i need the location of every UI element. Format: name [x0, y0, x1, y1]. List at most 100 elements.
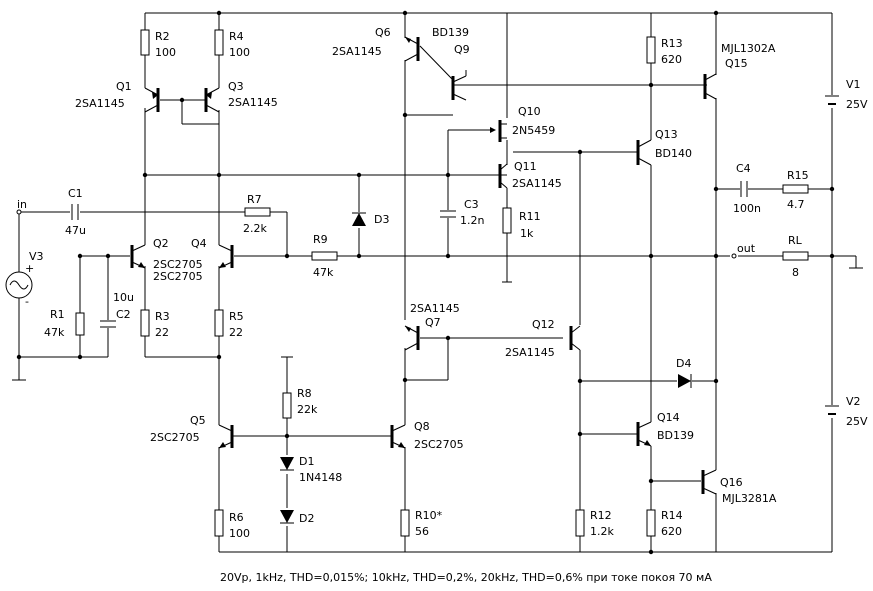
rl-value: 8: [792, 266, 799, 279]
resistor-r12: R12 1.2k: [575, 509, 614, 538]
transistor-q10: Q10 2N5459: [490, 105, 555, 142]
q8-ref: Q8: [414, 420, 430, 433]
v2-value: 25V: [846, 415, 868, 428]
v3-ref: V3: [29, 250, 44, 263]
transistor-q16: Q16 MJL3281A: [701, 469, 777, 505]
r15-ref: R15: [787, 169, 809, 182]
capacitor-c4: C4 100n: [733, 162, 761, 215]
q14-ref: Q14: [657, 411, 680, 424]
c3-ref: C3: [464, 198, 479, 211]
resistor-r8: R8 22k: [282, 387, 318, 419]
q10-value: 2N5459: [512, 124, 555, 137]
r3-ref: R3: [155, 310, 170, 323]
r13-ref: R13: [661, 37, 683, 50]
resistor-r9: R9 47k: [311, 233, 338, 279]
ground-symbols: [12, 256, 863, 381]
r10-ref: R10*: [415, 509, 443, 522]
c1-ref: C1: [68, 187, 83, 200]
battery-v1: V1 25V: [825, 78, 868, 111]
q7-ref: Q7: [425, 316, 441, 329]
d1-value: 1N4148: [299, 471, 342, 484]
q12-value: 2SA1145: [505, 346, 555, 359]
v1-value: 25V: [846, 98, 868, 111]
r4-ref: R4: [229, 30, 244, 43]
q8-value: 2SC2705: [414, 438, 464, 451]
transistor-q15: MJL1302A Q15: [703, 42, 776, 100]
q13-ref: Q13: [655, 128, 678, 141]
q2-value: 2SC2705: [153, 258, 203, 271]
battery-v2: V2 25V: [825, 395, 868, 428]
resistor-r11: R11 1k: [502, 207, 541, 240]
r5-value: 22: [229, 326, 243, 339]
transistor-q1: Q1 2SA1145: [75, 80, 160, 113]
transistor-q5: Q5 2SC2705: [150, 414, 234, 449]
d4-ref: D4: [676, 357, 691, 370]
q14-value: BD139: [657, 429, 694, 442]
q1-ref: Q1: [116, 80, 132, 93]
wires: [18, 12, 856, 553]
q3-ref: Q3: [228, 80, 244, 93]
transistor-q14: Q14 BD139: [636, 411, 694, 447]
transistor-q2: Q2 2SC2705: [130, 237, 203, 271]
resistor-r3: R3 22: [140, 309, 170, 339]
resistor-rl: RL 8: [782, 234, 809, 279]
q1-value: 2SA1145: [75, 97, 125, 110]
r6-value: 100: [229, 527, 250, 540]
transistor-q3: Q3 2SA1145: [204, 80, 278, 113]
r8-value: 22k: [297, 403, 318, 416]
resistor-r1: R1 47k: [44, 308, 85, 339]
q10-ref: Q10: [518, 105, 541, 118]
transistor-q12: Q12 2SA1145: [505, 318, 581, 359]
r2-value: 100: [155, 46, 176, 59]
transistor-q6: Q6 2SA1145: [332, 26, 420, 62]
r14-value: 620: [661, 525, 682, 538]
r9-ref: R9: [313, 233, 328, 246]
transistor-q9: BD139 Q9: [432, 26, 470, 101]
r9-value: 47k: [313, 266, 334, 279]
r12-ref: R12: [590, 509, 612, 522]
c2-value: 10u: [113, 291, 134, 304]
q15-value: MJL1302A: [721, 42, 776, 55]
transistor-q13: Q13 BD140: [636, 128, 692, 166]
transistor-q4: Q4 2SC2705: [153, 237, 234, 283]
q9-value: BD139: [432, 26, 469, 39]
caption-text: 20Vp, 1kHz, THD=0,015%; 10kHz, THD=0,2%,…: [220, 571, 712, 584]
q13-value: BD140: [655, 147, 692, 160]
resistor-r5: R5 22: [214, 309, 244, 339]
d2-ref: D2: [299, 512, 314, 525]
c2-ref: C2: [116, 308, 131, 321]
r1-value: 47k: [44, 326, 65, 339]
q11-value: 2SA1145: [512, 177, 562, 190]
r4-value: 100: [229, 46, 250, 59]
r15-value: 4.7: [787, 198, 805, 211]
c4-value: 100n: [733, 202, 761, 215]
q5-ref: Q5: [190, 414, 206, 427]
out-terminal: out: [731, 242, 756, 259]
c1-value: 47u: [65, 224, 86, 237]
junction-dots: [16, 10, 835, 555]
capacitor-c3: C3 1.2n: [440, 198, 484, 227]
d1-ref: D1: [299, 455, 314, 468]
resistor-r6: R6 100: [214, 509, 250, 540]
r13-value: 620: [661, 53, 682, 66]
q11-ref: Q11: [514, 160, 537, 173]
r1-ref: R1: [50, 308, 65, 321]
resistor-r13: R13 620: [646, 36, 683, 66]
q7-value: 2SA1145: [410, 302, 460, 315]
q15-ref: Q15: [725, 57, 748, 70]
q16-ref: Q16: [720, 476, 743, 489]
r11-value: 1k: [520, 227, 534, 240]
q12-ref: Q12: [532, 318, 555, 331]
net-out-label: out: [737, 242, 756, 255]
c3-value: 1.2n: [460, 214, 484, 227]
diode-d2: D2: [280, 510, 314, 525]
diode-d3: D3: [352, 212, 389, 226]
capacitor-c1: C1 47u: [65, 187, 86, 237]
d3-ref: D3: [374, 213, 389, 226]
c4-ref: C4: [736, 162, 751, 175]
q4-ref: Q4: [191, 237, 207, 250]
resistor-r15: R15 4.7: [782, 169, 809, 211]
rl-ref: RL: [788, 234, 803, 247]
v3-minus: -: [25, 295, 29, 308]
